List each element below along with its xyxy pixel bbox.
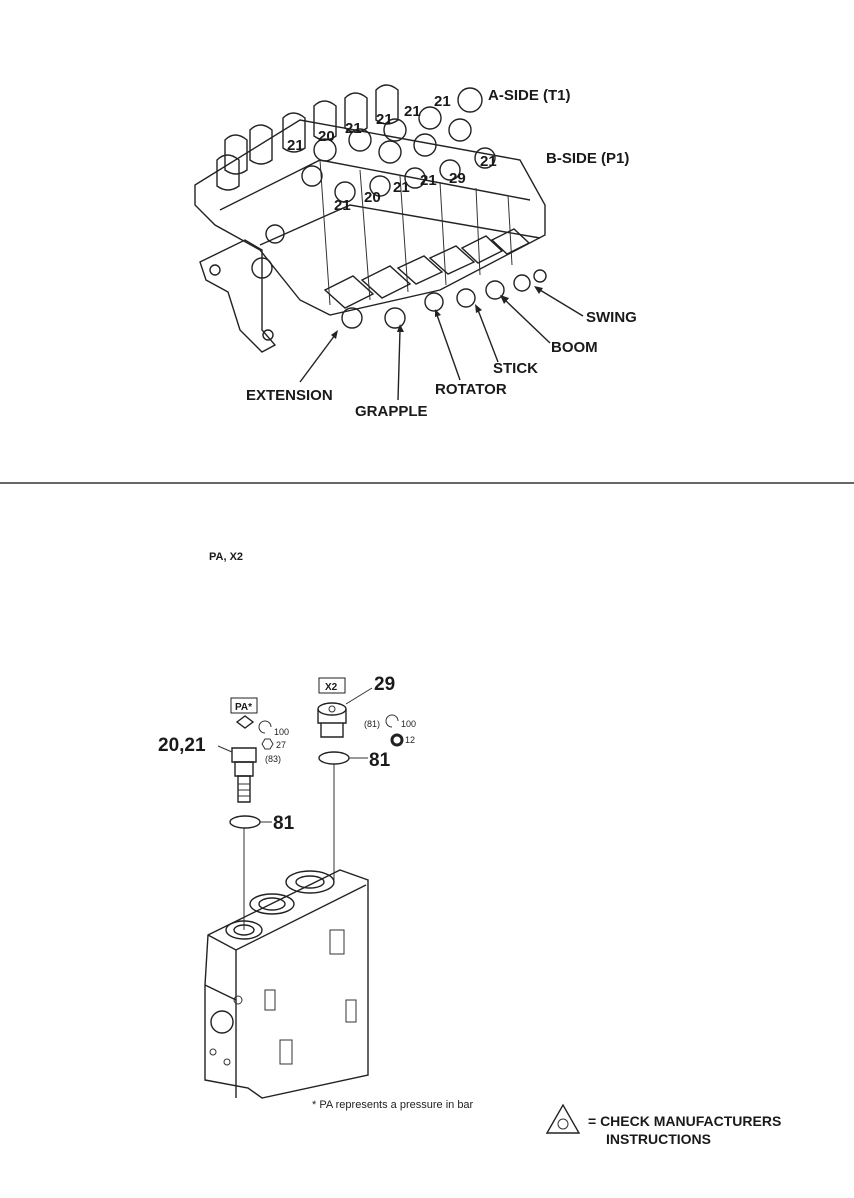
torque-right: 100 (401, 719, 416, 729)
callout-29: 29 (449, 170, 466, 187)
hex-right: 12 (405, 735, 415, 745)
swing-label: SWING (586, 309, 637, 326)
grapple-label: GRAPPLE (355, 403, 428, 420)
part-left-label: 20,21 (158, 735, 206, 756)
torque-icon (385, 714, 399, 728)
bottom-heading: PA, X2 (209, 551, 243, 563)
check-manufacturer-icon (545, 1103, 581, 1134)
callout-21: 21 (393, 179, 410, 196)
stick-label: STICK (493, 360, 538, 377)
callout-21: 21 (334, 197, 351, 214)
extension-label: EXTENSION (246, 387, 333, 404)
callout-20: 20 (364, 189, 381, 206)
valve-bank-drawing (194, 84, 547, 353)
seal-right-label: 81 (369, 750, 391, 771)
oring-icon (390, 733, 404, 747)
check-manufacturer-icon (235, 715, 255, 729)
part-right-label: 29 (374, 674, 395, 695)
plug-drawing (317, 702, 347, 738)
part-callouts: 21 21 21 21 20 21 21 21 21 21 20 29 (287, 93, 497, 214)
valve-section-drawing (204, 869, 369, 1099)
legend-line-2: INSTRUCTIONS (606, 1131, 711, 1147)
hex-icon (261, 738, 274, 750)
callout-21: 21 (434, 93, 451, 110)
x2-box (318, 677, 346, 694)
leader-arrows (299, 286, 584, 401)
pa-box (230, 697, 258, 714)
a-side-label: A-SIDE (T1) (488, 87, 571, 104)
ref-right: (81) (364, 719, 380, 729)
rotator-label: ROTATOR (435, 381, 507, 398)
x2-box-label: X2 (325, 682, 338, 693)
b-side-label: B-SIDE (P1) (546, 150, 629, 167)
callout-21: 21 (345, 120, 362, 137)
torque-icon (258, 720, 272, 734)
footnote: * PA represents a pressure in bar (312, 1099, 474, 1111)
legend-line-1: = CHECK MANUFACTURERS (588, 1113, 781, 1129)
callout-21: 21 (287, 137, 304, 154)
callout-21: 21 (376, 111, 393, 128)
boom-label: BOOM (551, 339, 598, 356)
hex-left: 27 (276, 740, 286, 750)
callout-labels-top: A-SIDE (T1) B-SIDE (P1) SWING BOOM STICK… (246, 87, 637, 420)
torque-left: 100 (274, 727, 289, 737)
pa-box-label: PA* (235, 702, 252, 713)
ref-left: (83) (265, 754, 281, 764)
relief-cartridge-drawing (231, 715, 257, 803)
legend: = CHECK MANUFACTURERS INSTRUCTIONS (545, 1103, 781, 1147)
callout-21: 21 (420, 172, 437, 189)
callout-21: 21 (480, 153, 497, 170)
callout-20: 20 (318, 128, 335, 145)
callout-21: 21 (404, 103, 421, 120)
seal-left-label: 81 (273, 813, 295, 834)
